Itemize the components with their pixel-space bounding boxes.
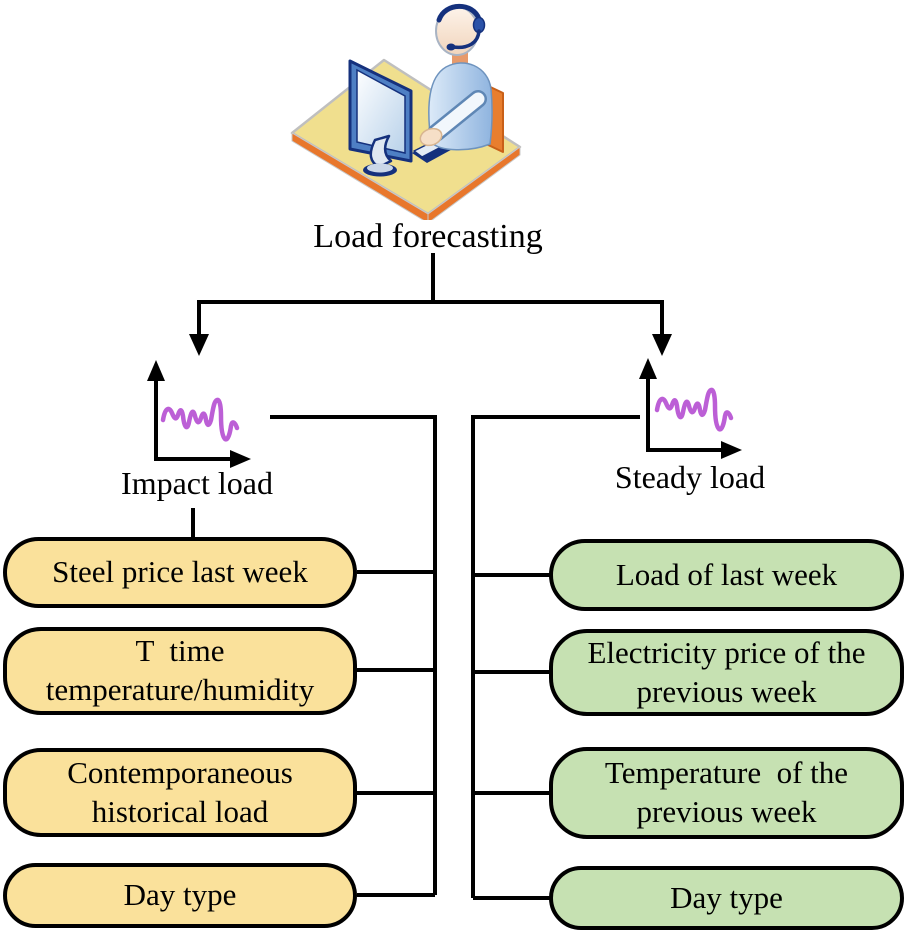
steady-factor-box-2: Electricity price of the previous week: [549, 629, 904, 716]
impact-factor-box-1: Steel price last week: [3, 537, 357, 608]
steady-factor-box-1: Load of last week: [549, 539, 904, 611]
operator-at-computer-illustration: [290, 3, 522, 220]
impact-signal-curve: [160, 397, 240, 442]
steady-load-signal-chart-icon: [639, 358, 742, 459]
headset-band-icon: [436, 3, 482, 23]
headset-mic-icon: [451, 29, 481, 50]
impact-trunk-connectors: [191, 415, 437, 897]
steady-load-label: Steady load: [614, 459, 766, 495]
steady-factor-box-3: Temperature of the previous week: [549, 747, 904, 839]
steady-factor-box-4: Day type: [549, 866, 904, 930]
steady-trunk-connectors: [471, 415, 640, 900]
monitor: [348, 59, 413, 177]
page-title: Load forecasting: [313, 218, 543, 255]
impact-load-label: Impact load: [121, 465, 273, 501]
operator-person: [419, 3, 493, 151]
branch-connector: [197, 253, 664, 337]
branch-arrowheads: [189, 334, 672, 356]
impact-load-signal-chart-icon: [147, 360, 251, 468]
impact-factor-box-4: Day type: [3, 863, 357, 928]
impact-factor-box-2: T time temperature/humidity: [3, 627, 357, 715]
steady-signal-curve: [654, 387, 734, 432]
impact-factor-box-3: Contemporaneous historical load: [3, 748, 357, 837]
